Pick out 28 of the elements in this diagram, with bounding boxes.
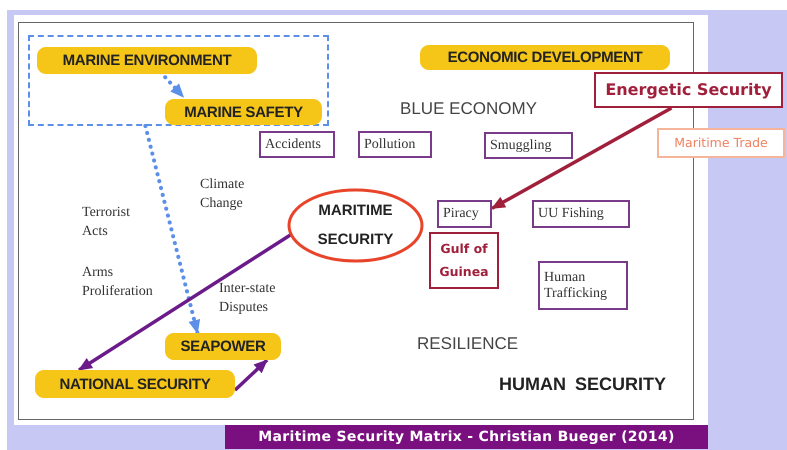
highlighted-heading: MARINE ENVIRONMENT xyxy=(37,47,257,74)
category-label: RESILIENCE xyxy=(417,334,518,354)
highlighted-heading: NATIONAL SECURITY xyxy=(35,370,235,398)
issue-label: Arms Proliferation xyxy=(82,264,154,301)
highlighted-heading: ECONOMIC DEVELOPMENT xyxy=(420,45,670,70)
arrow xyxy=(234,358,268,392)
category-label: BLUE ECONOMY xyxy=(400,99,537,119)
highlighted-heading: SEAPOWER xyxy=(165,333,281,360)
central-ellipse: MARITIME SECURITY xyxy=(287,188,424,263)
arrow xyxy=(143,124,200,335)
issue-box: Smuggling xyxy=(484,132,573,159)
dashed-group-box xyxy=(28,35,329,126)
issue-label: Climate Change xyxy=(200,176,246,213)
category-label: HUMAN SECURITY xyxy=(499,374,666,395)
issue-box: Energetic Security xyxy=(594,72,783,108)
caption-bar: Maritime Security Matrix - Christian Bueger (2014) xyxy=(225,425,708,449)
issue-box: UU Fishing xyxy=(532,200,630,228)
highlighted-heading: MARINE SAFETY xyxy=(165,99,322,125)
issue-box: Maritime Trade xyxy=(657,128,785,158)
arrow xyxy=(491,106,672,210)
arrow xyxy=(78,233,292,372)
issue-box: Piracy xyxy=(437,200,492,228)
issue-label: Terrorist Acts xyxy=(82,204,132,241)
issue-box: Pollution xyxy=(358,131,432,158)
issue-box: Human Trafficking xyxy=(538,261,628,310)
issue-label: Inter-state Disputes xyxy=(219,280,276,317)
issue-box: Accidents xyxy=(259,131,335,158)
issue-box: Gulf of Guinea xyxy=(429,232,499,289)
